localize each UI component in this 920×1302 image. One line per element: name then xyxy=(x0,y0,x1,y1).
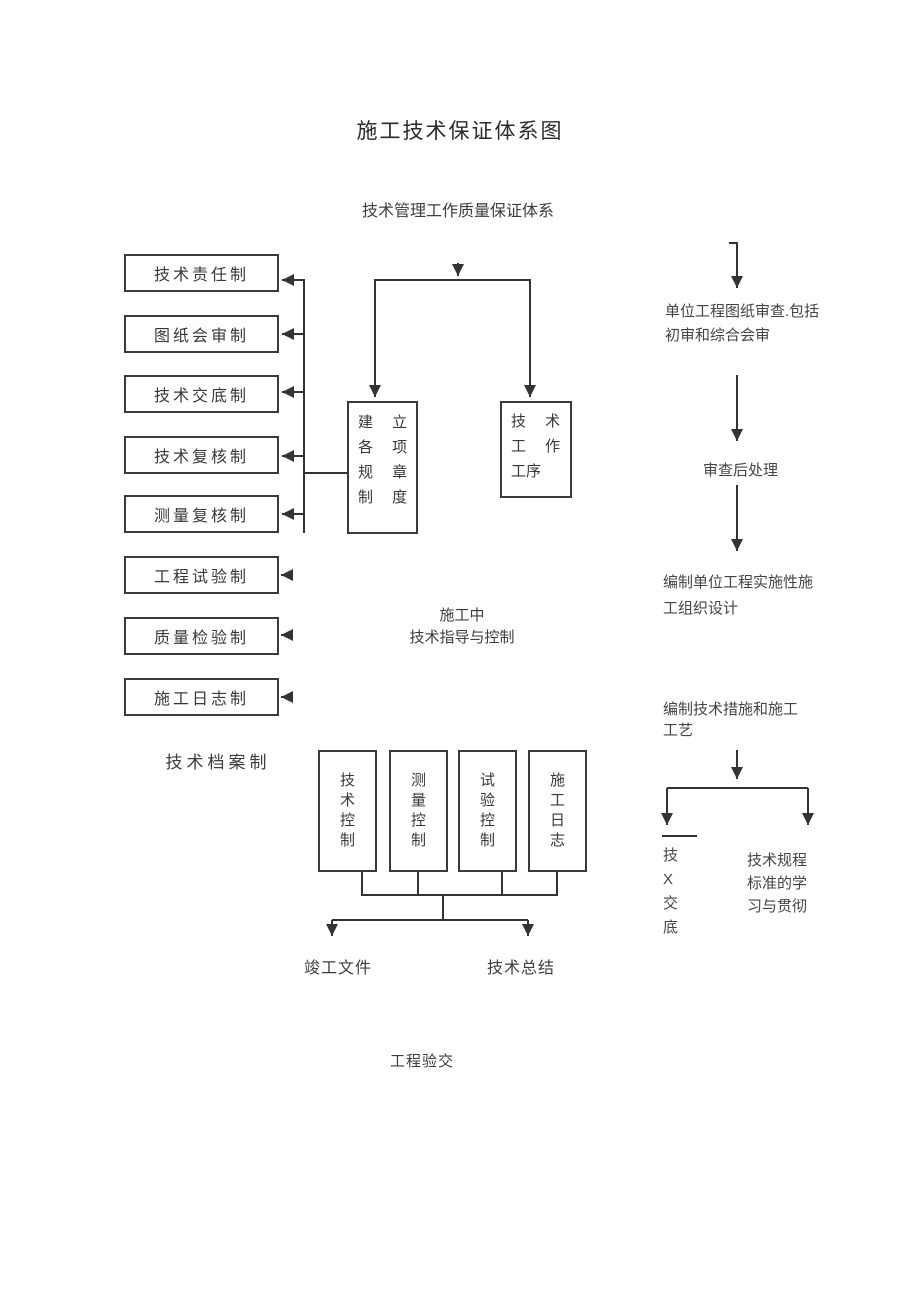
branch-left-char: X xyxy=(663,871,674,888)
test-control-label: 试验控制 xyxy=(479,772,495,849)
tech-disclosure-box: 技术交底制 xyxy=(124,375,279,413)
survey-control-label: 测量控制 xyxy=(410,772,426,849)
org-design-note: 编制单位工程实施性施 工组织设计 xyxy=(663,570,813,622)
regulations-study-line1: 技术规程 xyxy=(747,852,808,869)
completion-docs-label: 竣工文件 xyxy=(303,960,372,977)
rules-box-row: 规 章 xyxy=(358,464,408,481)
construction-stage-label: 施工中 技术指导与控制 xyxy=(362,605,562,649)
tech-measures-note-line2: 工艺 xyxy=(663,722,694,739)
org-design-note-line2: 工组织设计 xyxy=(663,600,739,617)
construction-diary-label: 施工日志 xyxy=(549,772,565,849)
rules-box-row: 建 立 xyxy=(358,414,408,431)
stage-label-line2: 技术指导与控制 xyxy=(409,629,515,646)
drawing-review-box: 图纸会审制 xyxy=(124,315,279,353)
quality-inspection-box: 质量检验制 xyxy=(124,617,279,655)
diagram-subtitle: 技术管理工作质量保证体系 xyxy=(361,203,554,220)
rules-box-row: 制 度 xyxy=(358,489,408,506)
tech-control-box: 技术控制 xyxy=(318,750,377,872)
construction-diary-box: 施工日志 xyxy=(528,750,587,872)
tech-measures-note-line1: 编制技术措施和施工 xyxy=(663,701,799,718)
tech-archive-label: 技术档案制 xyxy=(165,753,271,772)
org-design-note-line1: 编制单位工程实施性施 xyxy=(663,574,814,591)
tech-disclosure-vertical-label: 技 X 交 底 xyxy=(663,844,685,940)
center-split-connectors xyxy=(369,263,536,397)
regulations-study-line2: 标准的学 xyxy=(747,875,808,892)
procedure-box-row: 工 作 xyxy=(511,438,561,455)
regulations-study-label: 技术规程 标准的学 习与贯彻 xyxy=(747,849,807,918)
left-spine-connectors xyxy=(281,274,347,703)
rules-box: 建 立 各 项 规 章 制 度 xyxy=(347,401,418,534)
tech-responsibility-box: 技术责任制 xyxy=(124,254,279,292)
branch-left-char: 底 xyxy=(663,919,679,936)
construction-log-box: 施工日志制 xyxy=(124,678,279,716)
test-control-box: 试验控制 xyxy=(458,750,517,872)
drawing-review-note-line2: 初审和综合会审 xyxy=(665,327,771,344)
stage-label-line1: 施工中 xyxy=(439,607,485,624)
survey-control-box: 测量控制 xyxy=(389,750,448,872)
bottom-merge-connectors xyxy=(326,871,558,936)
project-handover-label: 工程验交 xyxy=(389,1053,454,1070)
procedure-box-row: 工序 xyxy=(511,463,542,480)
engineering-test-box: 工程试验制 xyxy=(124,556,279,594)
drawing-review-note: 单位工程图纸审查.包括 初审和综合会审 xyxy=(665,300,819,348)
procedure-box-row: 技 术 xyxy=(511,413,561,430)
branch-left-char: 技 xyxy=(663,847,679,864)
right-flow-connectors xyxy=(661,242,814,837)
drawing-review-note-line1: 单位工程图纸审查.包括 xyxy=(665,303,820,320)
page-title: 施工技术保证体系图 xyxy=(356,119,564,143)
survey-recheck-box: 测量复核制 xyxy=(124,495,279,533)
rules-box-row: 各 项 xyxy=(358,439,408,456)
tech-control-label: 技术控制 xyxy=(339,772,355,849)
tech-summary-label: 技术总结 xyxy=(486,960,555,977)
tech-work-procedure-box: 技 术 工 作 工序 xyxy=(500,401,572,498)
branch-left-char: 交 xyxy=(663,895,679,912)
regulations-study-line3: 习与贯彻 xyxy=(747,898,808,915)
tech-recheck-box: 技术复核制 xyxy=(124,436,279,474)
tech-measures-note: 编制技术措施和施工 工艺 xyxy=(663,699,798,741)
post-review-note: 审查后处理 xyxy=(703,462,779,479)
